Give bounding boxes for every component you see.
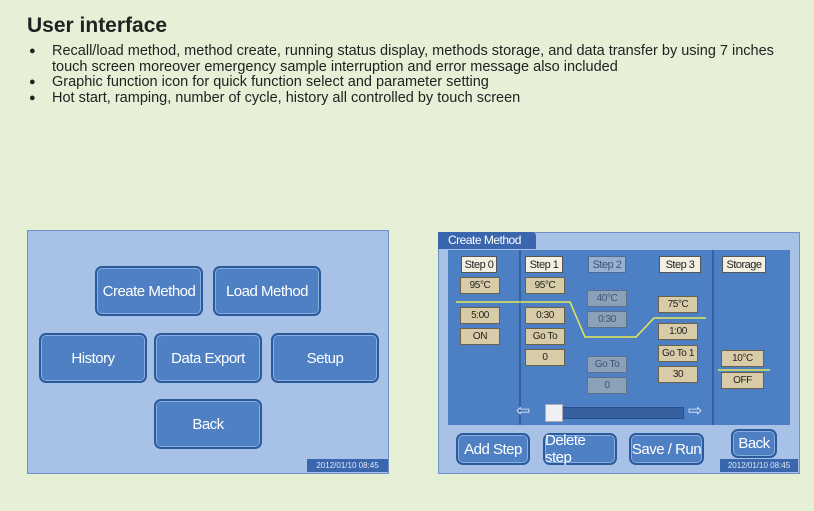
step0-label[interactable]: Step 0 <box>461 256 497 273</box>
datetime-display: 2012/01/10 08:45 <box>720 459 798 472</box>
column-divider <box>712 250 714 425</box>
back-button[interactable]: Back <box>154 399 262 449</box>
step1-label[interactable]: Step 1 <box>525 256 563 273</box>
column-divider <box>519 250 521 425</box>
step2-goto[interactable]: Go To <box>587 356 627 373</box>
step0-temp[interactable]: 95°C <box>460 277 500 294</box>
scroll-left-arrow-icon[interactable]: ⇦ <box>516 401 531 420</box>
add-step-button[interactable]: Add Step <box>456 433 530 465</box>
scroll-track[interactable] <box>545 407 684 419</box>
scroll-right-arrow-icon[interactable]: ⇨ <box>688 401 703 420</box>
step3-goto-value[interactable]: 30 <box>658 366 698 383</box>
step1-time[interactable]: 0:30 <box>525 307 565 324</box>
history-button[interactable]: History <box>39 333 147 383</box>
scroll-thumb[interactable] <box>545 404 563 422</box>
delete-step-button[interactable]: Delete step <box>543 432 617 466</box>
profile-line <box>456 301 706 338</box>
data-export-button[interactable]: Data Export <box>154 333 262 383</box>
storage-temp[interactable]: 10°C <box>721 350 764 367</box>
step2-goto-value[interactable]: 0 <box>587 377 627 394</box>
step2-time[interactable]: 0:30 <box>587 311 627 328</box>
step3-goto[interactable]: Go To 1 <box>658 345 698 362</box>
step2-temp[interactable]: 40°C <box>587 290 627 307</box>
load-method-button[interactable]: Load Method <box>213 266 321 316</box>
setup-button[interactable]: Setup <box>271 333 379 383</box>
step0-time[interactable]: 5:00 <box>460 307 500 324</box>
section-heading: User interface <box>27 14 168 37</box>
storage-label[interactable]: Storage <box>722 256 766 273</box>
feature-item: Recall/load method, method create, runni… <box>27 43 787 75</box>
step0-hot-start[interactable]: ON <box>460 328 500 345</box>
back-button[interactable]: Back <box>731 429 777 458</box>
step2-label[interactable]: Step 2 <box>588 256 626 273</box>
feature-list: Recall/load method, method create, runni… <box>27 43 787 107</box>
step1-goto-value[interactable]: 0 <box>525 349 565 366</box>
feature-item: Graphic function icon for quick function… <box>27 74 787 91</box>
step1-temp[interactable]: 95°C <box>525 277 565 294</box>
step3-temp[interactable]: 75°C <box>658 296 698 313</box>
storage-state[interactable]: OFF <box>721 372 764 389</box>
feature-item: Hot start, ramping, number of cycle, his… <box>27 90 787 107</box>
step1-goto[interactable]: Go To <box>525 328 565 345</box>
step3-label[interactable]: Step 3 <box>659 256 701 273</box>
save-run-button[interactable]: Save / Run <box>629 433 704 465</box>
step3-time[interactable]: 1:00 <box>658 323 698 340</box>
datetime-display: 2012/01/10 08:45 <box>307 459 388 472</box>
create-method-button[interactable]: Create Method <box>95 266 203 316</box>
screen-title-tab: Create Method <box>438 232 536 249</box>
